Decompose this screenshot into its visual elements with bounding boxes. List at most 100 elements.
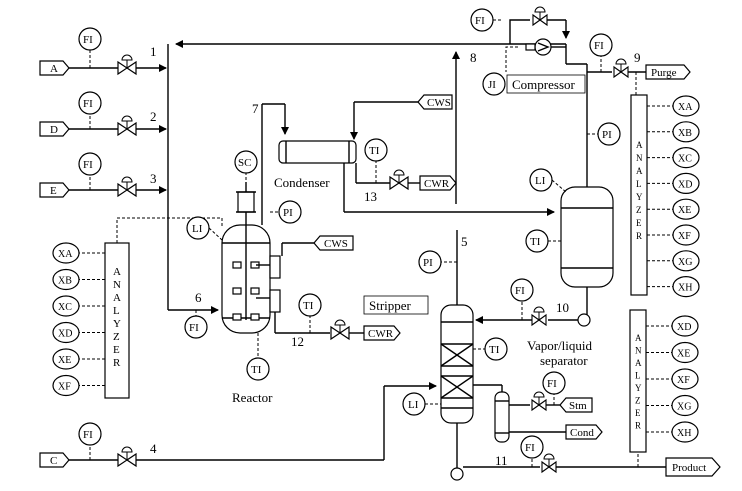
purge-analyzer-letter: A <box>636 140 643 150</box>
reactor: SC LI PI TI Reactor <box>186 150 302 405</box>
feed-analyzer-xf-label: XF <box>58 382 71 393</box>
fi-feed-c <box>78 422 102 446</box>
compressor-label-box <box>506 74 586 94</box>
product-analyzer-xf-bubble <box>671 368 699 390</box>
stm-tag <box>559 397 593 413</box>
purge-analyzer-xa-label: XA <box>678 102 693 113</box>
feed-c-line: C FI 4 <box>39 382 437 468</box>
product-pump <box>450 467 464 481</box>
feed-analyzer-letter: R <box>113 357 121 369</box>
condenser-label: Condenser <box>274 175 330 190</box>
feed-analyzer-letter: E <box>113 344 120 356</box>
ti-reactor <box>246 357 270 381</box>
purge-line: Purge 9 FI <box>587 33 691 95</box>
condenser-shell <box>278 140 357 164</box>
fi-feed-c-label: FI <box>83 429 93 441</box>
purge-analyzer-letter: A <box>636 166 643 176</box>
feed-d-label: D <box>50 124 58 136</box>
fi-feed-e <box>78 152 102 176</box>
purge-analyzer-xg-label: XG <box>678 257 692 268</box>
purge-analyzer-xg-bubble <box>672 250 700 272</box>
purge-analyzer-xd-label: XD <box>678 179 692 190</box>
stream-10-label: 10 <box>556 300 569 315</box>
fi-compressor-bypass-label: FI <box>475 15 485 27</box>
stream-10-line: 10 FI <box>475 278 591 327</box>
fi-purge-label: FI <box>594 40 604 52</box>
fi-purge <box>589 33 613 57</box>
pi-stripper-label: PI <box>423 257 433 269</box>
separator-pump <box>577 313 591 327</box>
stream-3-label: 3 <box>150 171 157 186</box>
fi-feed-d <box>78 91 102 115</box>
purge-tag <box>645 64 691 80</box>
product-analyzer-letter: L <box>635 371 641 381</box>
purge-analyzer-letter: R <box>636 231 642 241</box>
stream-11-label: 11 <box>495 453 508 468</box>
product-analyzer-letter: Z <box>635 396 641 406</box>
stream-6-label: 6 <box>195 290 202 305</box>
separator: LI TI Vapor/liquid separator PI <box>525 64 621 368</box>
purge-analyzer-xe-label: XE <box>678 205 691 216</box>
product-analyzer-xg-label: XG <box>677 402 691 413</box>
pi-separator <box>597 122 621 146</box>
reactor-cws-label: CWS <box>324 238 348 250</box>
reactor-label: Reactor <box>232 390 273 405</box>
product-analyzer-xg-bubble <box>671 394 699 417</box>
feed-d-tag <box>39 121 70 137</box>
fi-steam-label: FI <box>547 378 557 390</box>
compressor-label: Compressor <box>512 77 576 92</box>
li-reactor-label: LI <box>192 223 203 235</box>
reactor-cwr-label: CWR <box>368 328 394 340</box>
feed-analyzer-xc-label: XC <box>58 302 72 313</box>
stream-7-label: 7 <box>252 101 259 116</box>
feed-analyzer-xa-label: XA <box>58 249 73 260</box>
product-analyzer-xd-label: XD <box>677 322 691 333</box>
stream-1-label: 1 <box>150 44 157 59</box>
product-analyzer-letter: N <box>635 346 642 356</box>
purge-analyzer-xb-bubble <box>672 121 700 143</box>
fi-stream-10-label: FI <box>515 285 525 297</box>
condenser-cws-label: CWS <box>427 97 451 109</box>
li-separator-label: LI <box>535 175 546 187</box>
purge-analyzer-xd-bubble <box>672 172 700 194</box>
purge-analyzer-letter: Z <box>636 205 642 215</box>
pi-reactor-label: PI <box>283 207 293 219</box>
separator-label-1: Vapor/liquid <box>527 338 592 353</box>
li-separator <box>529 168 553 192</box>
purge-analyzer-xa-bubble <box>672 95 700 117</box>
feed-d-line: D FI 2 <box>39 91 167 137</box>
feed-analyzer-xb-label: XB <box>58 276 72 287</box>
condenser-cws-tag <box>417 94 453 110</box>
feed-a-line: A FI 1 <box>39 27 167 76</box>
purge-analyzer-letter: E <box>636 218 642 228</box>
stream-7-line: 7 <box>252 101 289 225</box>
feed-analyzer-xa-bubble <box>52 242 80 264</box>
product-analyzer-xh-label: XH <box>677 428 691 439</box>
stripper-label: Stripper <box>369 298 412 313</box>
li-reactor <box>186 216 210 240</box>
ji-compressor <box>482 72 506 96</box>
ti-reactor-cwr <box>298 293 322 317</box>
stm-label: Stm <box>569 400 587 412</box>
pi-stripper <box>418 250 442 274</box>
ti-condenser-label: TI <box>369 145 380 157</box>
recycle-header: 6 FI <box>167 40 566 339</box>
feed-analyzer-xb-bubble <box>52 268 80 291</box>
feed-analyzer-letter: Y <box>113 318 121 330</box>
product-analyzer-xe-bubble <box>671 341 699 364</box>
feed-analyzer-letter: A <box>113 266 121 278</box>
stream-9-label: 9 <box>634 50 641 65</box>
feed-e-line: E FI 3 <box>39 152 167 198</box>
analyzer-box-feed <box>104 242 130 399</box>
product-analyzer-letter: E <box>635 408 641 418</box>
sc-reactor <box>234 150 258 174</box>
cond-tag <box>565 424 603 440</box>
product-line: Product 11 FI <box>450 423 721 481</box>
feed-analyzer-xe-label: XE <box>58 355 71 366</box>
reactor-cooling: CWS CWR 12 TI <box>274 235 401 349</box>
feed-analyzer-letter: Z <box>113 331 120 343</box>
product-tag <box>665 457 721 477</box>
